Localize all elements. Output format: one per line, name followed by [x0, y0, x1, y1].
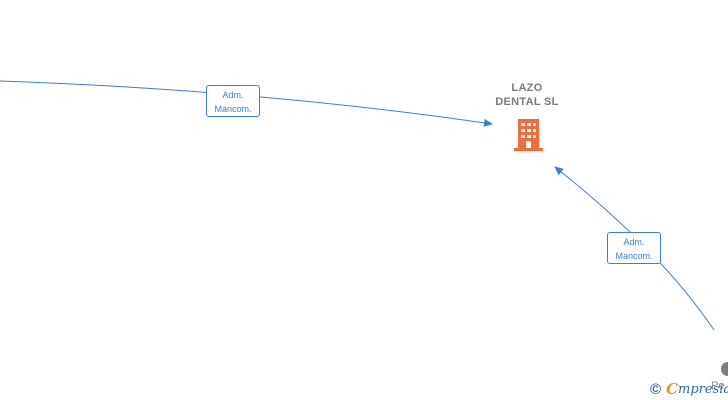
company-name-line2[interactable]: DENTAL SL — [495, 96, 559, 108]
relation-label[interactable]: Adm. Mancom. — [206, 85, 260, 117]
person-name[interactable]: Pe — [711, 380, 725, 392]
brand-name: mpresia — [678, 381, 728, 397]
relation-label-line1: Adm. — [623, 237, 645, 247]
brand-initial: C — [666, 380, 679, 398]
relation-label-line2: Mancom. — [615, 251, 653, 261]
copyright-icon: © — [650, 380, 662, 398]
company-name-line1[interactable]: LAZO — [511, 82, 543, 94]
relation-label[interactable]: Adm. Mancom. — [607, 232, 661, 264]
empresia-watermark: © C mpresia — [650, 380, 728, 398]
company-name[interactable]: LAZO DENTAL SL — [476, 81, 578, 109]
person-icon[interactable] — [719, 360, 728, 380]
relation-label-line2: Mancom. — [214, 104, 252, 114]
relation-label-line1: Adm. — [222, 90, 244, 100]
building-icon[interactable] — [512, 117, 545, 152]
